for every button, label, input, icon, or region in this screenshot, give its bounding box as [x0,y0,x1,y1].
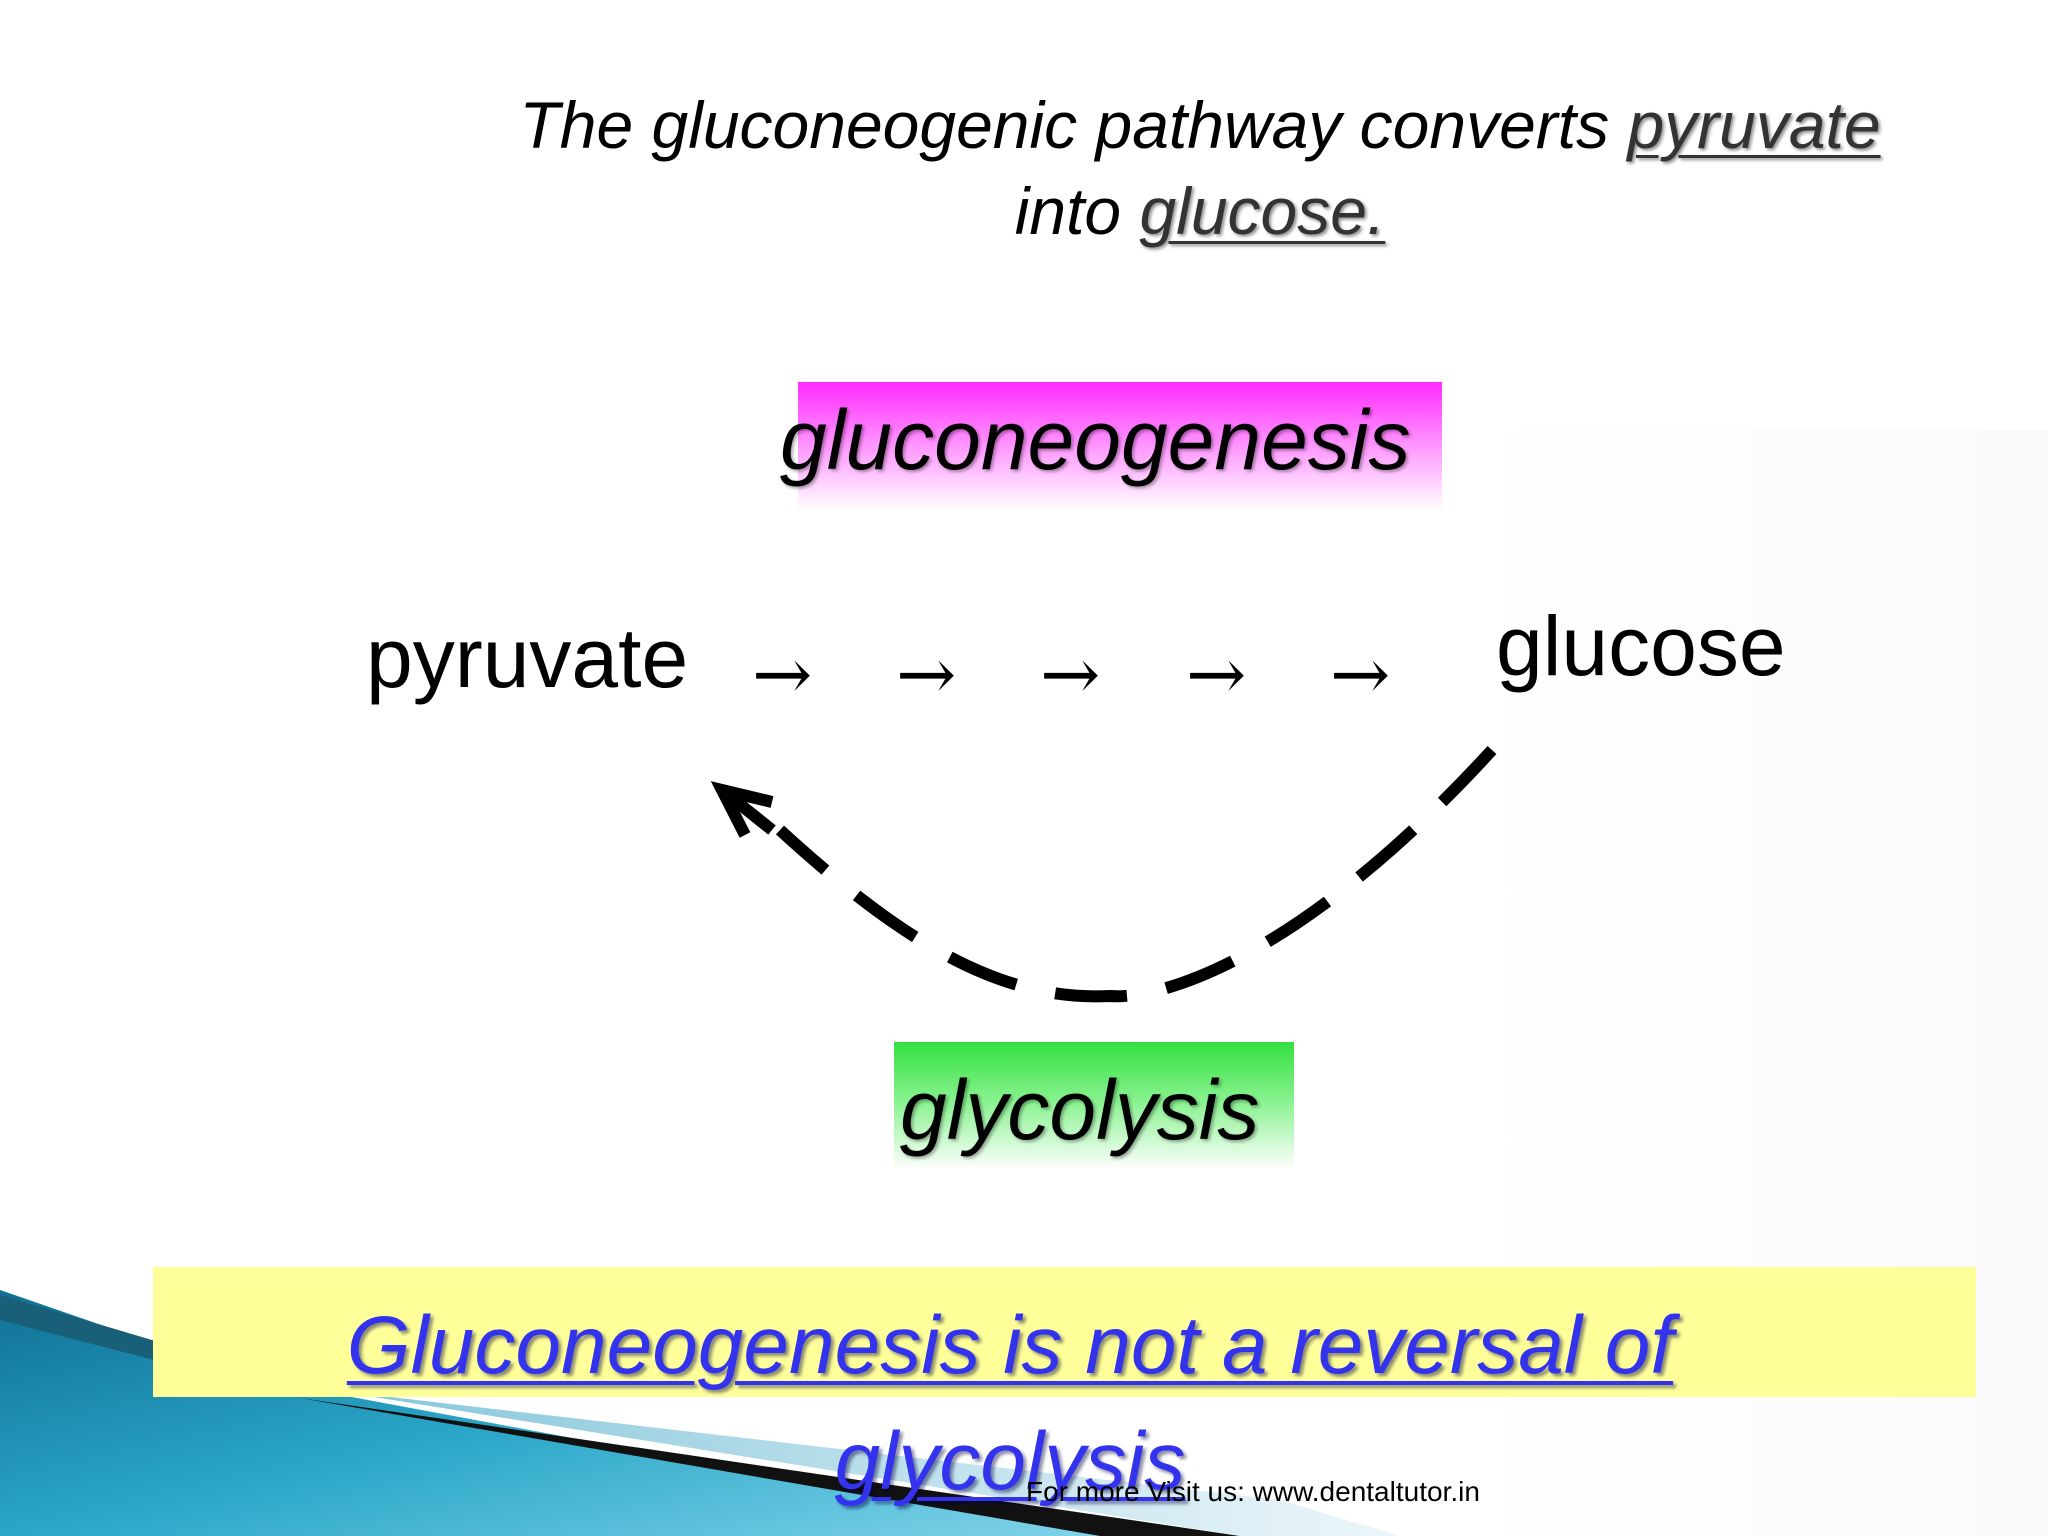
glucose-word: glucose [1496,599,1786,693]
gluconeogenesis-label-box: gluconeogenesis [780,382,1442,510]
footer-credit: For more Visit us: www.dentaltutor.in [1026,1476,1480,1507]
forward-arrow-2: → [896,632,957,716]
forward-arrow-1: → [752,632,813,716]
heading-prefix: The gluconeogenic pathway converts [519,88,1628,162]
callout-text: Gluconeogenesis is not a reversal of gly… [346,1300,1674,1507]
callout-box [153,1267,1976,1397]
forward-arrow-4: → [1186,632,1247,716]
forward-arrow-3: → [1040,632,1101,716]
heading-emphasis-pyruvate: pyruvate [1627,88,1881,162]
glycolysis-label: glycolysis [900,1063,1260,1157]
forward-arrow-5: → [1330,632,1391,716]
heading-emphasis-glucose: glucose. [1139,174,1386,248]
return-arrow-curve [775,745,1497,1003]
heading-line-1: The gluconeogenic pathway converts pyruv… [400,82,2000,168]
pyruvate-word: pyruvate [366,611,689,705]
glycolysis-label-box: glycolysis [894,1042,1294,1170]
heading-middle: into [1014,174,1140,248]
slide-heading: The gluconeogenic pathway converts pyruv… [400,82,2000,254]
gluconeogenesis-label: gluconeogenesis [780,393,1411,487]
return-arrow-tip [718,785,776,835]
heading-line-2: into glucose. [400,168,2000,254]
